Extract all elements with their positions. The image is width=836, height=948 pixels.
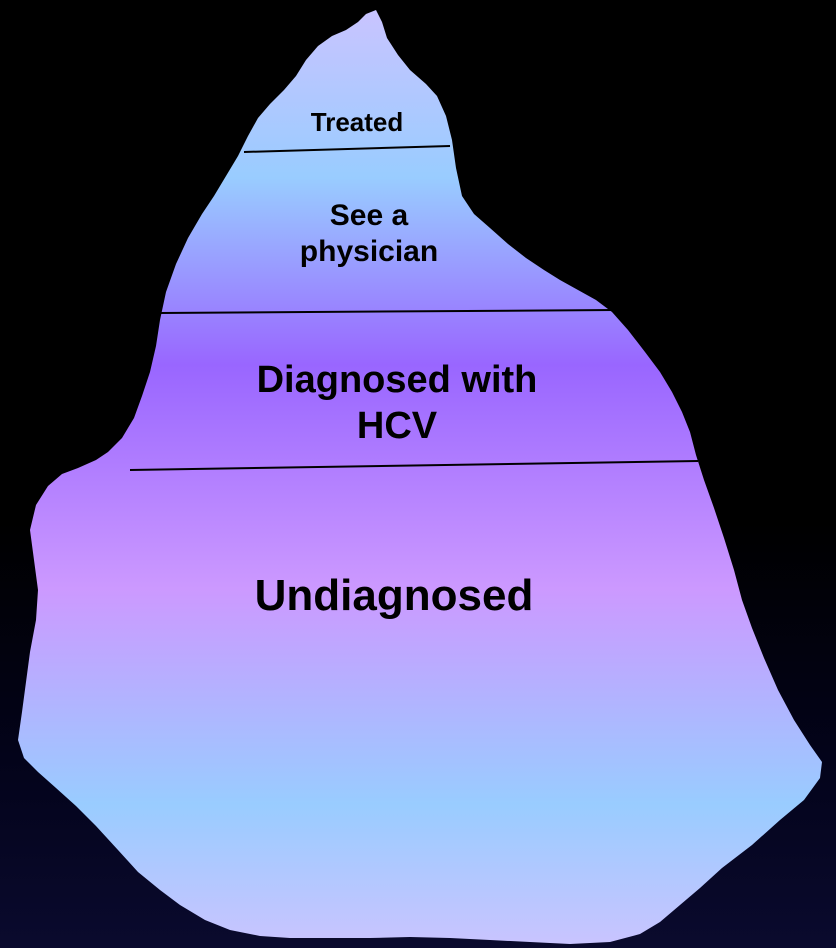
undiagnosed-text: Undiagnosed bbox=[255, 570, 534, 623]
diagnosed-text-line-2: HCV bbox=[257, 404, 538, 450]
layer-label-treated: Treated bbox=[311, 107, 404, 138]
physician-text-line-1: See a bbox=[300, 198, 438, 234]
layer-label-see-a-physician: See a physician bbox=[300, 198, 438, 270]
layer-label-diagnosed-with-hcv: Diagnosed with HCV bbox=[257, 358, 538, 449]
iceberg-shape bbox=[18, 10, 822, 944]
diagnosed-text-line-1: Diagnosed with bbox=[257, 358, 538, 404]
treated-text: Treated bbox=[311, 107, 404, 138]
layer-label-undiagnosed: Undiagnosed bbox=[255, 570, 534, 623]
physician-text-line-2: physician bbox=[300, 234, 438, 270]
